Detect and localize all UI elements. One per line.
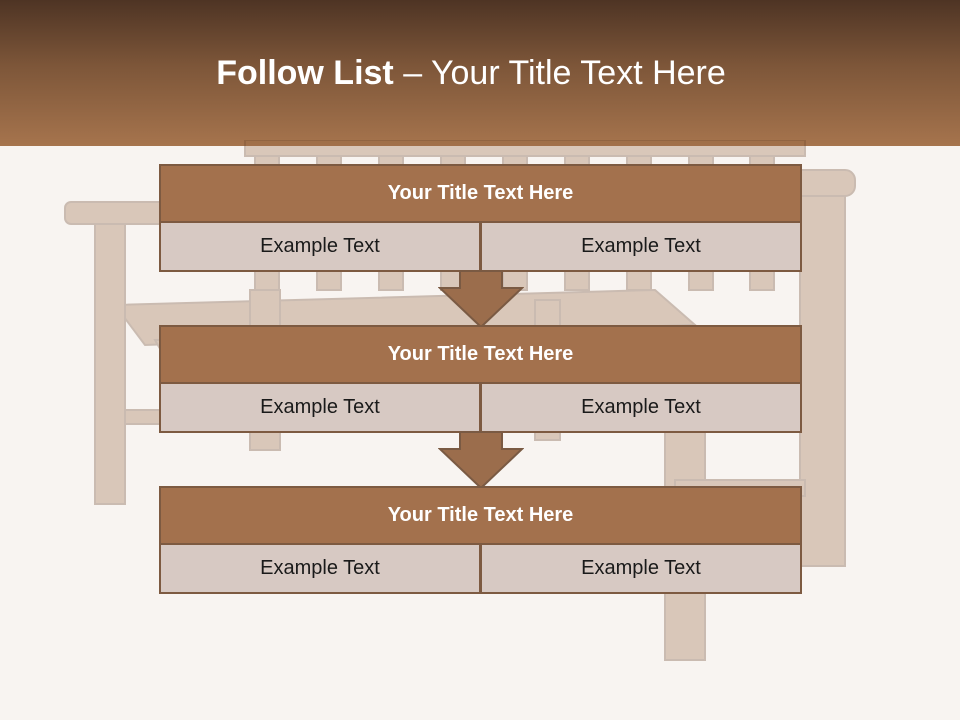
block-right-cell: Example Text bbox=[482, 545, 800, 592]
block-left-cell: Example Text bbox=[161, 223, 479, 270]
slide-title-rest: – Your Title Text Here bbox=[393, 54, 726, 92]
block-title: Your Title Text Here bbox=[161, 488, 800, 543]
flow-block-1: Your Title Text Here Example Text Exampl… bbox=[159, 164, 802, 272]
slide-title: Follow List – Your Title Text Here bbox=[0, 54, 942, 93]
title-bar bbox=[0, 0, 960, 146]
block-title: Your Title Text Here bbox=[161, 327, 800, 382]
block-right-cell: Example Text bbox=[482, 223, 800, 270]
flow-block-2: Your Title Text Here Example Text Exampl… bbox=[159, 325, 802, 433]
block-left-cell: Example Text bbox=[161, 384, 479, 431]
block-right-cell: Example Text bbox=[482, 384, 800, 431]
down-arrow-icon bbox=[438, 431, 524, 489]
down-arrow-icon bbox=[438, 270, 524, 328]
flow-block-3: Your Title Text Here Example Text Exampl… bbox=[159, 486, 802, 594]
block-left-cell: Example Text bbox=[161, 545, 479, 592]
slide-title-bold: Follow List bbox=[216, 54, 394, 92]
block-title: Your Title Text Here bbox=[161, 166, 800, 221]
